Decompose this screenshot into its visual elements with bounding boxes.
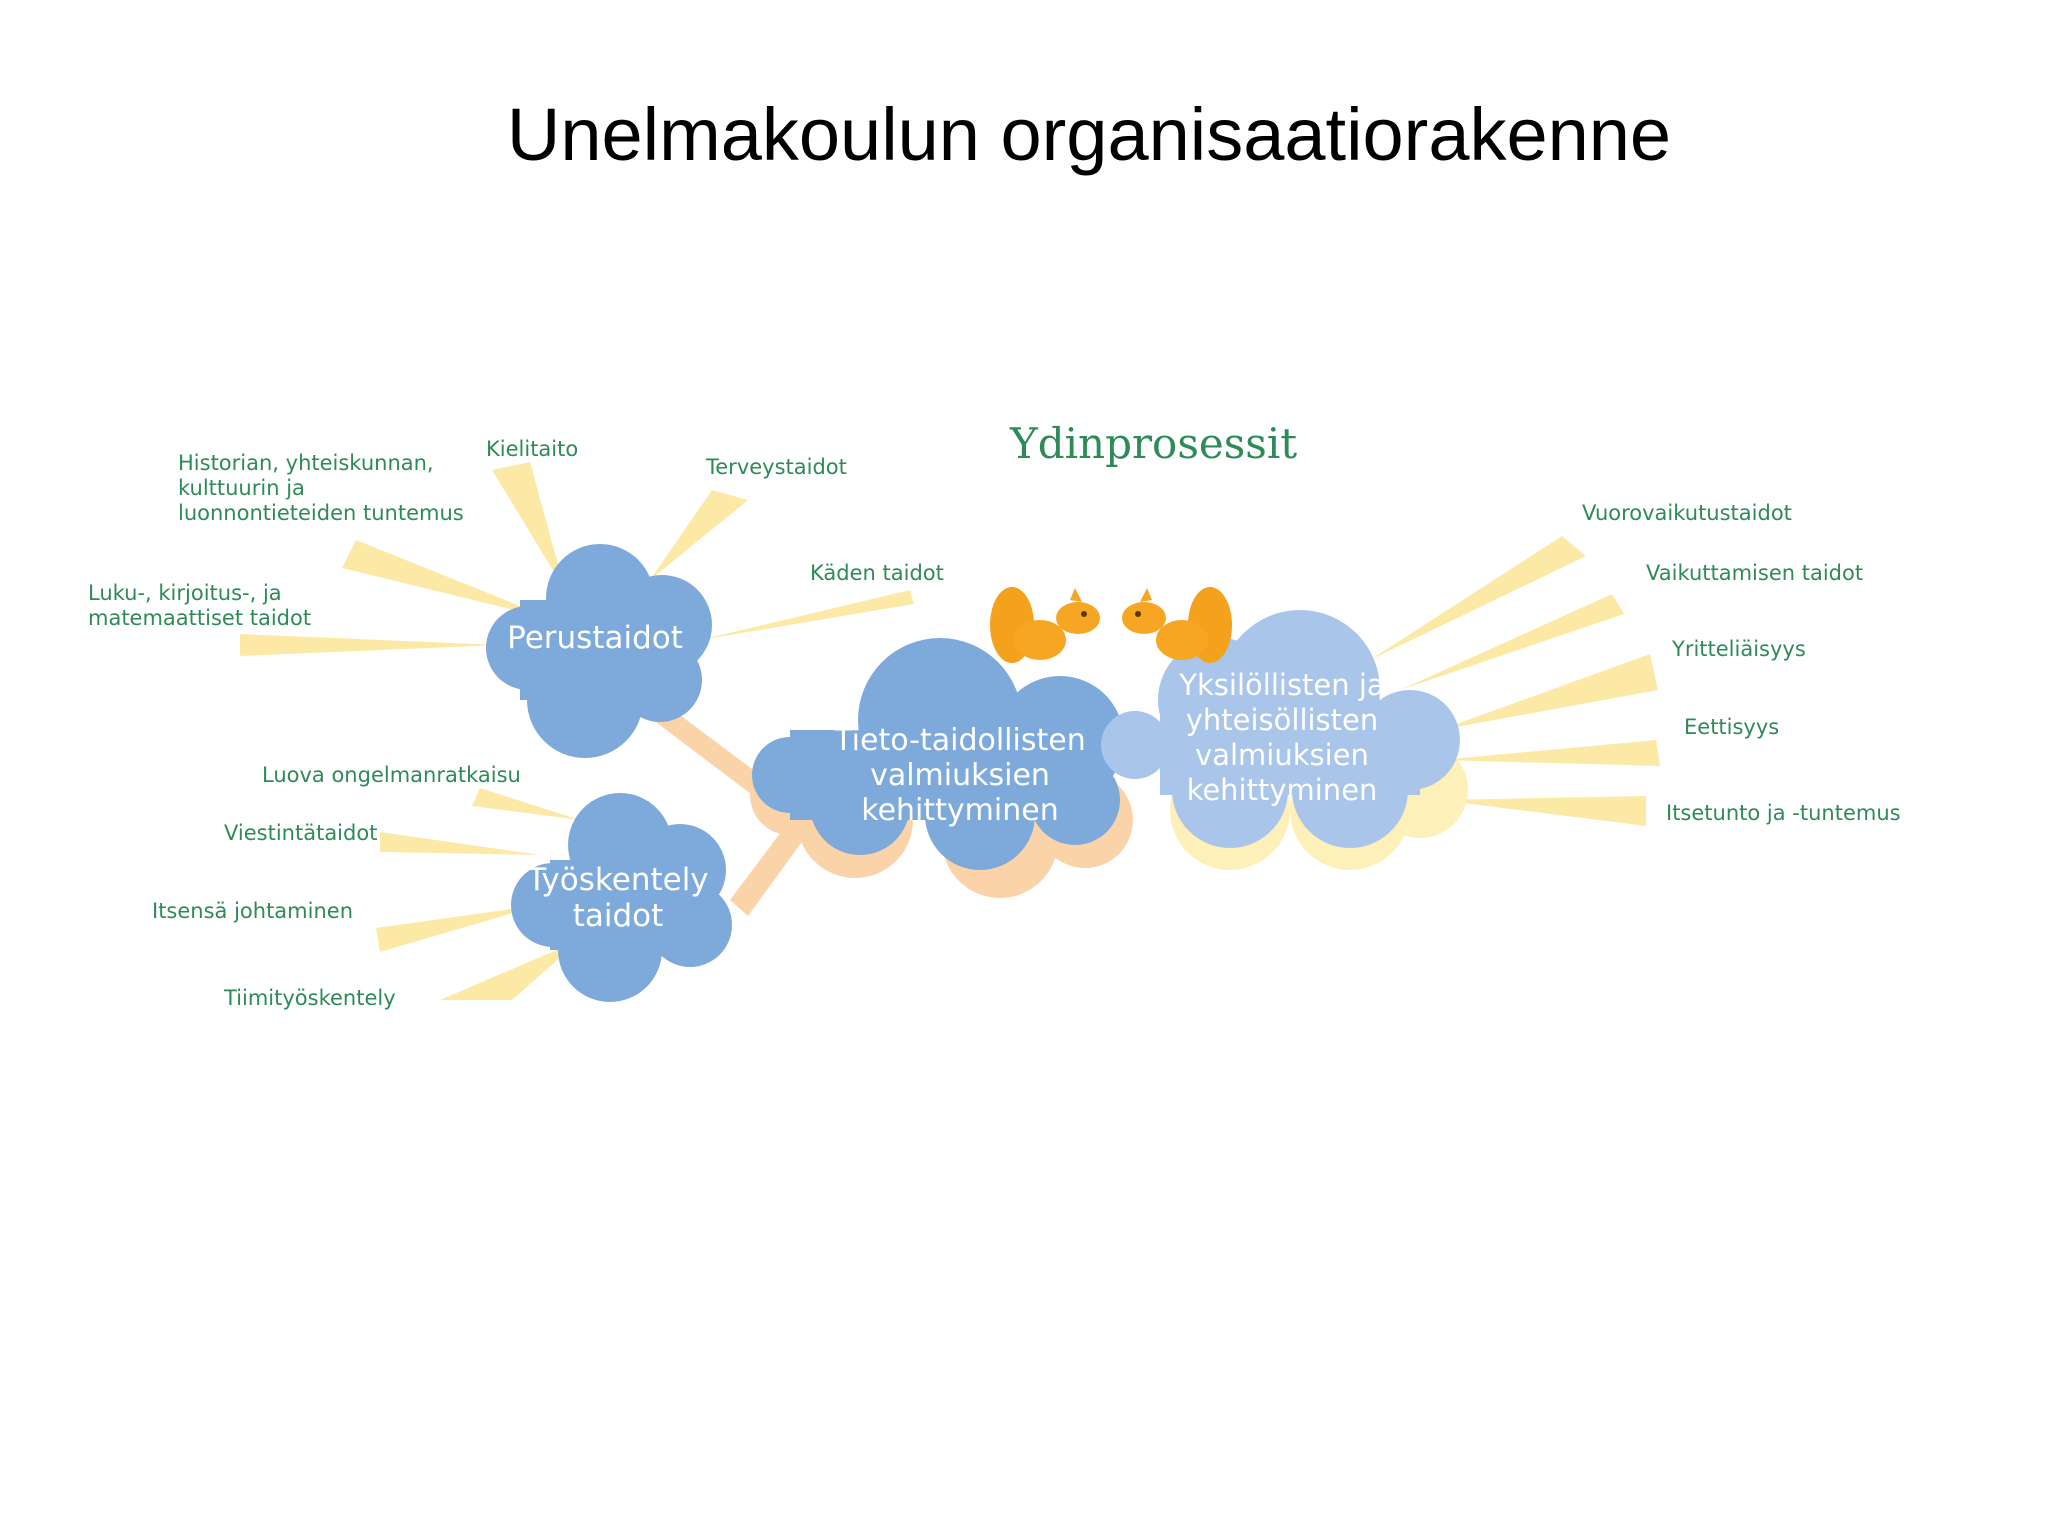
perustaidot-cloud <box>486 544 712 758</box>
ray <box>342 540 555 620</box>
tyoskentely-skill-label: Luova ongelmanratkaisu <box>262 763 521 787</box>
connector <box>640 700 780 810</box>
connector <box>730 820 812 916</box>
cloud-body <box>550 860 700 950</box>
ray <box>376 905 540 952</box>
ray <box>240 634 500 656</box>
perustaidot-skill-label: Kielitaito <box>486 437 578 461</box>
text-line: Luku-, kirjoitus-, ja <box>88 581 282 605</box>
tyoskentely-skill-label: Tiimityöskentely <box>223 986 396 1010</box>
perustaidot-skill-label: Terveystaidot <box>705 455 847 479</box>
tyoskentely-skill-label: Viestintätaidot <box>224 821 377 845</box>
text-line: Itsensä johtaminen <box>152 899 353 923</box>
text-line: Käden taidot <box>810 561 944 585</box>
squirrel-left-icon <box>990 587 1100 663</box>
cloud-body <box>790 730 1090 820</box>
text-line: luonnontieteiden tuntemus <box>178 501 464 525</box>
ray <box>1370 536 1586 660</box>
diagram-header: Ydinprosessit <box>1009 419 1297 468</box>
ray <box>1440 740 1660 766</box>
squirrel-right-icon <box>1122 587 1232 663</box>
text-line: valmiuksien <box>870 758 1050 793</box>
text-line: Terveystaidot <box>705 455 847 479</box>
connectors <box>640 700 812 916</box>
ray <box>650 490 748 580</box>
text-line: Viestintätaidot <box>224 821 377 845</box>
text-line: Tieto-taidollisten <box>833 723 1085 758</box>
tyoskentely-rays <box>376 788 580 1000</box>
text-line: Perustaidot <box>507 620 683 656</box>
text-line: Eettisyys <box>1684 715 1779 739</box>
text-line: Yksilöllisten ja <box>1178 668 1384 702</box>
text-line: kulttuurin ja <box>178 476 305 500</box>
cloud-body <box>520 600 690 700</box>
ray <box>1400 594 1624 690</box>
text-line: Itsetunto ja -tuntemus <box>1666 801 1901 825</box>
text-line: valmiuksien <box>1195 738 1369 772</box>
text-line: Luova ongelmanratkaisu <box>262 763 521 787</box>
perustaidot-skill-label: Käden taidot <box>810 561 944 585</box>
slide-title: Unelmakoulun organisaatiorakenne <box>506 93 1672 176</box>
text-line: Historian, yhteiskunnan, <box>178 451 434 475</box>
yksilo-skill-label: Yritteliäisyys <box>1671 637 1806 661</box>
yksilo-skill-label: Eettisyys <box>1684 715 1779 739</box>
yksilo-skill-label: Vaikuttamisen taidot <box>1646 561 1863 585</box>
text-line: Työskentely <box>526 862 708 898</box>
ray <box>700 590 914 640</box>
ray <box>472 788 580 820</box>
text-line: Vaikuttamisen taidot <box>1646 561 1863 585</box>
tyoskentely-cloud <box>511 793 732 1002</box>
text-line: Kielitaito <box>486 437 578 461</box>
cloud-body <box>1160 700 1420 795</box>
ray <box>1440 796 1646 826</box>
perustaidot-cloud-label: Perustaidot <box>507 620 683 656</box>
yksilo-skill-label: Vuorovaikutustaidot <box>1582 501 1792 525</box>
yksilo-rays <box>1370 536 1660 826</box>
tyoskentely-skill-label: Itsensä johtaminen <box>152 899 353 923</box>
ray <box>1440 654 1658 730</box>
cloud-puff <box>1101 711 1169 779</box>
text-line: Yritteliäisyys <box>1671 637 1806 661</box>
tieto-cloud <box>752 638 1124 870</box>
ray <box>380 832 540 855</box>
text-line: Tiimityöskentely <box>223 986 396 1010</box>
text-line: yhteisöllisten <box>1186 703 1379 737</box>
text-line: Vuorovaikutustaidot <box>1582 501 1792 525</box>
perustaidot-rays <box>240 462 914 656</box>
text-line: taidot <box>573 898 664 934</box>
text-line: matemaattiset taidot <box>88 606 311 630</box>
yksilo-skill-label: Itsetunto ja -tuntemus <box>1666 801 1901 825</box>
yksilo-cloud <box>1101 610 1460 848</box>
text-line: kehittyminen <box>861 793 1058 828</box>
ray <box>492 462 565 590</box>
text-line: kehittyminen <box>1187 773 1378 807</box>
ray <box>440 940 580 1000</box>
